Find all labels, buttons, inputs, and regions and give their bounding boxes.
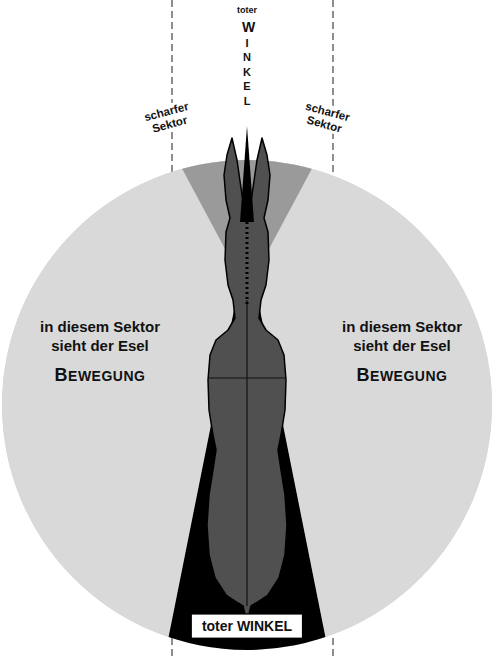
sector-text-block: in diesem Sektor sieht der EselBEWEGUNG [327, 317, 477, 387]
rear-blind-spot-wedge [164, 300, 330, 658]
donkey-spine-line [246, 300, 247, 606]
sector-text: BEWEGUNG [327, 364, 477, 387]
sector-text: in diesem Sektor sieht der Esel [327, 317, 477, 356]
field-of-view-circle [2, 160, 492, 650]
sector-text: BEWEGUNG [25, 364, 175, 387]
front-blind-spot-wedge [240, 126, 254, 222]
blind-spot-label: toter [237, 6, 257, 16]
donkey-withers-line [209, 377, 285, 378]
blind-spot-label: toter WINKEL [192, 615, 302, 638]
label-holder: scharfer Sektor [289, 96, 364, 140]
sharp-sector-label: scharfer Sektor [131, 96, 206, 140]
sharp-sector-label: scharfer Sektor [289, 96, 364, 140]
blind-spot-label: WINKEL [242, 20, 252, 108]
label-holder: WINKEL [242, 20, 252, 108]
sector-text: in diesem Sektor sieht der Esel [25, 317, 175, 356]
donkey-mane [246, 222, 249, 305]
label-holder: scharfer Sektor [131, 96, 206, 140]
label-holder: toter [237, 6, 257, 16]
sector-text-block: in diesem Sektor sieht der EselBEWEGUNG [25, 317, 175, 387]
label-holder: toter WINKEL [192, 615, 302, 638]
